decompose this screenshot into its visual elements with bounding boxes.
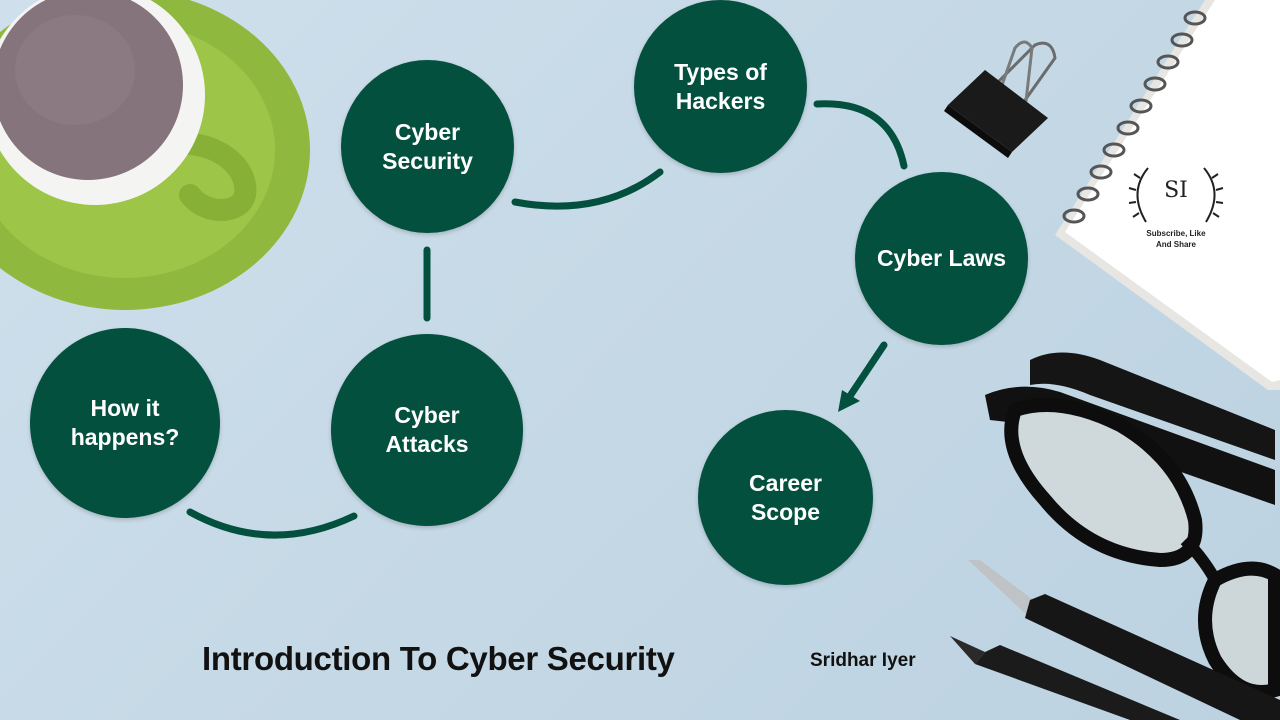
author-name: Sridhar Iyer <box>810 650 916 671</box>
node-cyber-attacks: Cyber Attacks <box>331 334 523 526</box>
node-label: Types of Hackers <box>674 58 767 114</box>
node-how-it-happens: How it happens? <box>30 328 220 518</box>
connector-laws-to-career <box>846 341 888 400</box>
logo-monogram: SI <box>1164 178 1188 203</box>
node-cyber-security: Cyber Security <box>341 60 514 233</box>
binder-clip-illustration <box>944 40 1057 158</box>
arrowhead-to-career <box>838 390 860 412</box>
logo-tagline: Subscribe, Like And Share <box>1128 228 1224 250</box>
node-career-scope: Career Scope <box>698 410 873 585</box>
pencil-illustration <box>950 636 1180 720</box>
logo-tagline-line2: And Share <box>1155 240 1196 249</box>
logo-tagline-line1: Subscribe, Like <box>1146 229 1206 238</box>
notepad-illustration <box>1055 0 1280 390</box>
node-cyber-laws: Cyber Laws <box>855 172 1028 345</box>
coffee-cup-illustration <box>0 0 310 310</box>
slide-title: Introduction To Cyber Security <box>202 640 675 677</box>
node-label: Cyber Attacks <box>385 402 469 457</box>
node-label: How it happens? <box>70 395 180 450</box>
laurel-wreath-icon <box>1128 167 1224 223</box>
node-label: Career Scope <box>749 469 822 525</box>
node-types-of-hackers: Types of Hackers <box>634 0 807 173</box>
pen-illustration <box>968 560 1280 720</box>
connector-hackers-to-laws <box>813 100 908 170</box>
eyeglasses-illustration <box>985 352 1280 699</box>
node-label: Cyber Laws <box>876 245 1007 271</box>
connector-attacks-to-howit <box>186 508 358 539</box>
connector-security-to-hackers <box>511 168 664 210</box>
node-label: Cyber Security <box>382 118 473 174</box>
